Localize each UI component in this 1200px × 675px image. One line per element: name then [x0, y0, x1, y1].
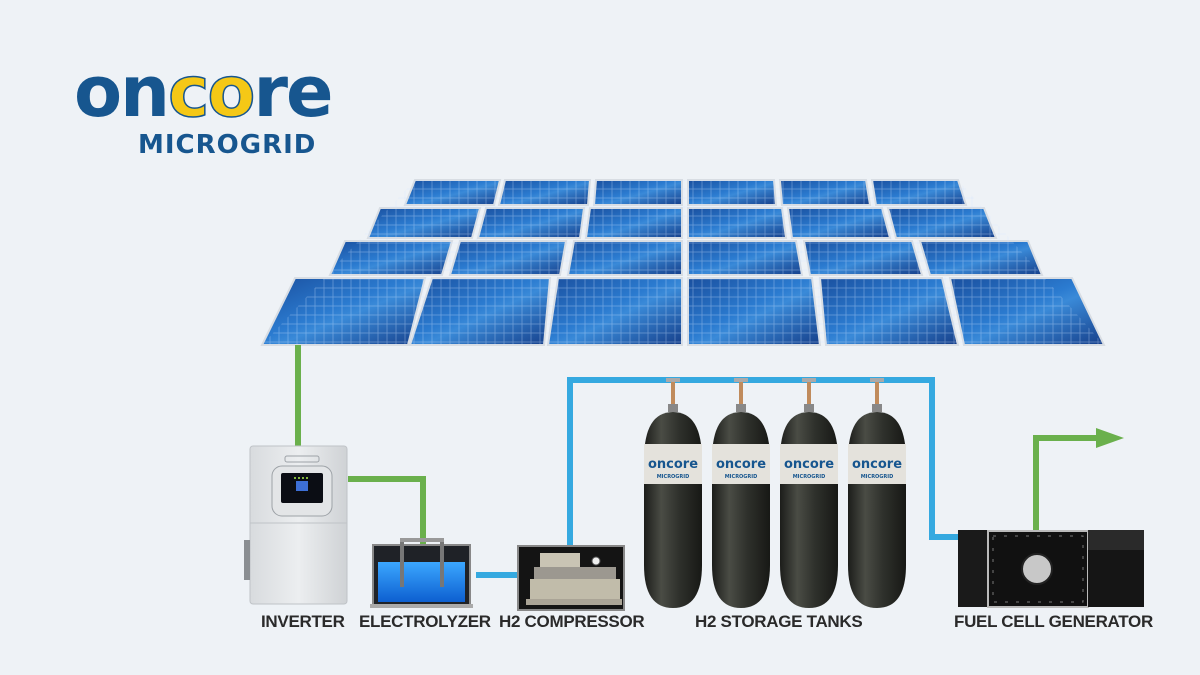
oncore-microgrid-logo: oncore MICROGRID: [74, 51, 404, 162]
svg-text:oncore: oncore: [852, 457, 902, 472]
svg-text:MICROGRID: MICROGRID: [861, 474, 894, 480]
storage-tank: oncore MICROGRID: [644, 378, 702, 608]
electrolyzer: [370, 538, 473, 608]
power-lines: [295, 345, 1100, 548]
storage-tank: oncore MICROGRID: [848, 378, 906, 608]
h2-storage-tanks-label: H2 STORAGE TANKS: [695, 612, 863, 631]
svg-text:MICROGRID: MICROGRID: [657, 474, 690, 480]
fuel-cell-generator-label: FUEL CELL GENERATOR: [954, 612, 1153, 631]
svg-text:MICROGRID: MICROGRID: [725, 474, 758, 480]
h2-compressor-label: H2 COMPRESSOR: [499, 612, 645, 631]
svg-text:MICROGRID: MICROGRID: [793, 474, 826, 480]
inverter: [244, 445, 348, 605]
logo-wordmark: oncore: [74, 51, 334, 133]
storage-tank: oncore MICROGRID: [780, 378, 838, 608]
inverter-label: INVERTER: [261, 612, 345, 631]
logo-subtitle: MICROGRID: [138, 130, 317, 160]
svg-text:oncore: oncore: [648, 457, 698, 472]
solar-panel-array: [260, 179, 1106, 346]
electrolyzer-label: ELECTROLYZER: [359, 612, 491, 631]
svg-text:oncore: oncore: [784, 457, 834, 472]
storage-tank: oncore MICROGRID: [712, 378, 770, 608]
power-output-arrow-icon: [1096, 428, 1124, 448]
svg-text:oncore: oncore: [716, 457, 766, 472]
h2-storage-tanks: oncore MICROGRID oncore MICROGRID oncore…: [644, 378, 906, 608]
h2-compressor: [517, 545, 625, 611]
fuel-cell-generator: [958, 530, 1144, 608]
hydrogen-lines: [476, 377, 958, 578]
